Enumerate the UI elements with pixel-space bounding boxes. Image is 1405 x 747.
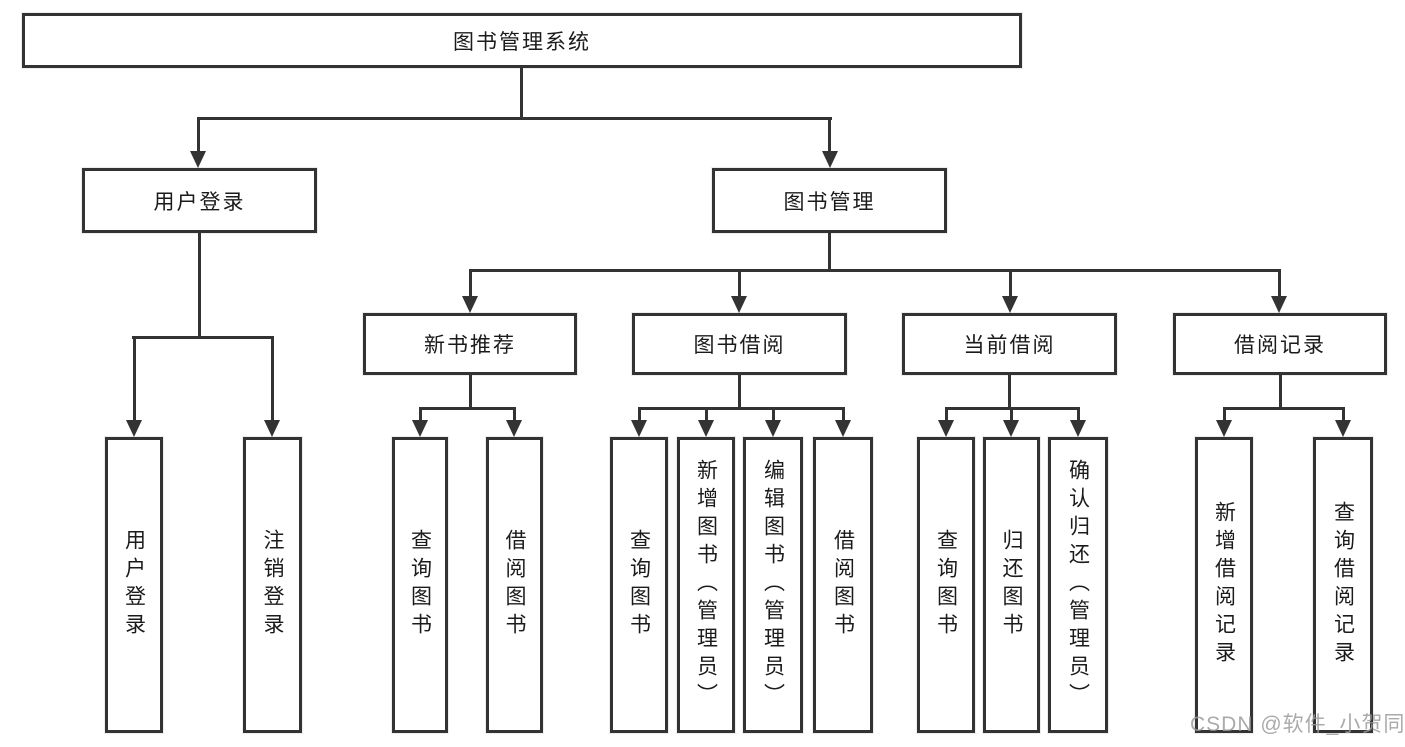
leaf-add-borrow-record-label: 新增借阅记录 xyxy=(1212,501,1236,669)
arrow-down-icon xyxy=(835,420,851,437)
leaf-add-book-admin: 新增图书（管理员） xyxy=(677,437,735,733)
connector-bookmgmt-drop-3 xyxy=(1009,269,1012,299)
leaf-edit-book-admin: 编辑图书（管理员） xyxy=(743,437,803,733)
arrow-down-icon xyxy=(822,151,838,168)
arrow-down-icon xyxy=(698,420,714,437)
node-book-borrow-label: 图书借阅 xyxy=(693,334,786,357)
connector-root-drop-left xyxy=(197,117,200,153)
connector-borrowrecords-drop-2 xyxy=(1342,407,1345,423)
arrow-down-icon xyxy=(1003,420,1019,437)
leaf-add-book-admin-label: 新增图书（管理员） xyxy=(694,459,718,711)
connector-borrowrecords-bar xyxy=(1223,407,1344,410)
arrow-down-icon xyxy=(264,420,280,437)
connector-borrowrecords-drop-1 xyxy=(1223,407,1226,423)
connector-bookborrow-drop-2 xyxy=(705,407,708,423)
connector-bookmgmt-stem xyxy=(828,233,831,270)
leaf-confirm-return-admin: 确认归还（管理员） xyxy=(1048,437,1108,733)
node-book-borrow: 图书借阅 xyxy=(632,313,847,375)
arrow-down-icon xyxy=(765,420,781,437)
leaf-confirm-return-admin-label: 确认归还（管理员） xyxy=(1066,459,1090,711)
leaf-edit-book-admin-label: 编辑图书（管理员） xyxy=(761,459,785,711)
leaf-borrow-books-newbook: 借阅图书 xyxy=(486,437,543,733)
leaf-user-login: 用户登录 xyxy=(105,437,163,733)
node-new-book-recommend-label: 新书推荐 xyxy=(424,334,516,357)
connector-newbook-stem xyxy=(469,375,472,408)
node-new-book-recommend: 新书推荐 xyxy=(363,313,577,375)
node-borrow-records: 借阅记录 xyxy=(1173,313,1387,375)
leaf-borrow-books-newbook-label: 借阅图书 xyxy=(503,529,526,641)
leaf-query-books-newbook-label: 查询图书 xyxy=(408,529,432,641)
leaf-borrow-books-borrow: 借阅图书 xyxy=(813,437,873,733)
node-root: 图书管理系统 xyxy=(22,13,1022,68)
leaf-user-login-label: 用户登录 xyxy=(122,529,146,641)
arrow-down-icon xyxy=(1070,420,1086,437)
connector-newbook-drop-1 xyxy=(419,407,422,423)
connector-borrowrecords-stem xyxy=(1279,375,1282,407)
leaf-logout: 注销登录 xyxy=(243,437,302,733)
arrow-down-icon xyxy=(731,296,747,313)
leaf-return-book: 归还图书 xyxy=(983,437,1040,733)
connector-bookmgmt-bar xyxy=(469,269,1280,272)
leaf-query-books-borrow-label: 查询图书 xyxy=(627,529,651,641)
arrow-down-icon xyxy=(938,420,954,437)
connector-bookmgmt-drop-1 xyxy=(469,269,472,299)
watermark: CSDN @软件_小贺同学 xyxy=(1190,713,1405,736)
connector-currentborrow-drop-3 xyxy=(1077,407,1080,423)
connector-currentborrow-drop-1 xyxy=(945,407,948,423)
connector-currentborrow-drop-2 xyxy=(1010,407,1013,423)
node-user-login-label: 用户登录 xyxy=(153,190,246,214)
leaf-return-book-label: 归还图书 xyxy=(1000,529,1023,641)
node-borrow-records-label: 借阅记录 xyxy=(1234,334,1326,357)
arrow-down-icon xyxy=(462,296,478,313)
connector-bookborrow-drop-4 xyxy=(842,407,845,423)
leaf-query-books-newbook: 查询图书 xyxy=(392,437,448,733)
node-book-management: 图书管理 xyxy=(712,168,947,233)
connector-root-drop-right xyxy=(828,117,831,153)
arrow-down-icon xyxy=(126,420,142,437)
connector-bookborrow-drop-3 xyxy=(772,407,775,423)
leaf-query-books-current: 查询图书 xyxy=(917,437,975,733)
connector-bookborrow-stem xyxy=(738,375,741,408)
connector-bookborrow-bar xyxy=(638,407,844,410)
connector-bookborrow-drop-1 xyxy=(638,407,641,423)
leaf-logout-label: 注销登录 xyxy=(261,529,284,641)
leaf-query-borrow-record: 查询借阅记录 xyxy=(1313,437,1373,733)
node-root-label: 图书管理系统 xyxy=(453,30,591,54)
leaf-borrow-books-borrow-label: 借阅图书 xyxy=(831,529,855,641)
node-book-management-label: 图书管理 xyxy=(783,190,876,214)
leaf-query-books-current-label: 查询图书 xyxy=(934,529,958,641)
connector-userlogin-stem xyxy=(198,233,201,337)
connector-userlogin-drop-1 xyxy=(133,336,136,421)
connector-root-bar xyxy=(197,117,832,120)
leaf-query-books-borrow: 查询图书 xyxy=(610,437,668,733)
connector-root-stem xyxy=(520,68,523,118)
node-current-borrow: 当前借阅 xyxy=(902,313,1117,375)
connector-userlogin-bar xyxy=(132,336,274,339)
connector-userlogin-drop-2 xyxy=(271,336,274,421)
leaf-query-borrow-record-label: 查询借阅记录 xyxy=(1331,501,1355,669)
connector-currentborrow-stem xyxy=(1008,375,1011,408)
connector-bookmgmt-drop-4 xyxy=(1278,269,1281,299)
arrow-down-icon xyxy=(506,420,522,437)
arrow-down-icon xyxy=(1335,420,1351,437)
leaf-add-borrow-record: 新增借阅记录 xyxy=(1195,437,1253,733)
node-current-borrow-label: 当前借阅 xyxy=(963,334,1056,357)
connector-bookmgmt-drop-2 xyxy=(738,269,741,299)
arrow-down-icon xyxy=(1216,420,1232,437)
arrow-down-icon xyxy=(190,151,206,168)
connector-newbook-bar xyxy=(419,407,516,410)
arrow-down-icon xyxy=(1002,296,1018,313)
node-user-login: 用户登录 xyxy=(82,168,317,233)
arrow-down-icon xyxy=(412,420,428,437)
connector-newbook-drop-2 xyxy=(513,407,516,423)
arrow-down-icon xyxy=(1271,296,1287,313)
arrow-down-icon xyxy=(631,420,647,437)
